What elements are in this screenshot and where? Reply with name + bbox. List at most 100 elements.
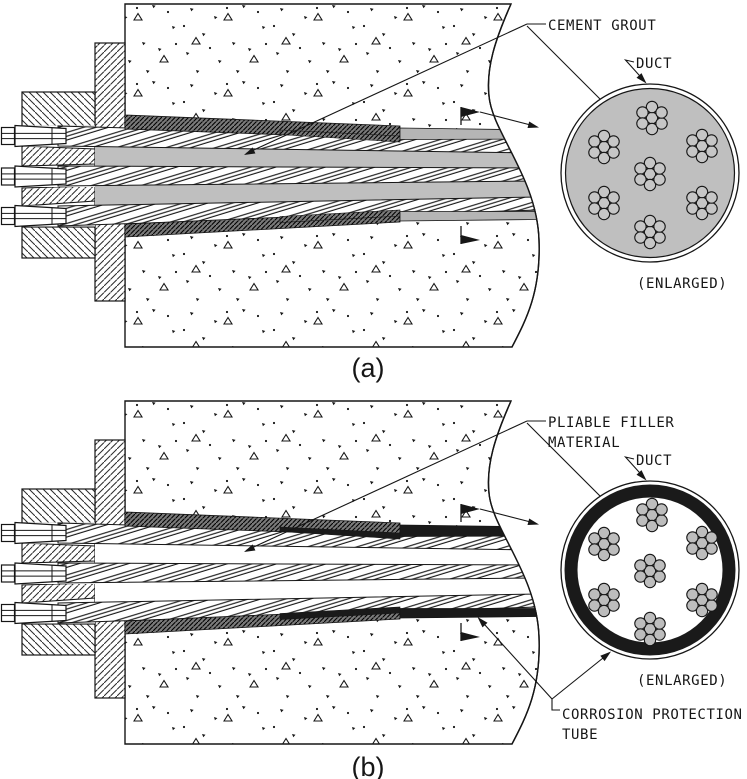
wire [634,559,647,572]
leader-arrowhead [527,518,539,526]
strand-bundle [686,582,718,618]
duct-continuation-top [399,127,539,140]
wire [588,202,601,215]
wire [643,236,657,250]
wire [653,231,666,244]
wedge-assembly [14,521,67,545]
leader-to-section [245,420,528,552]
filler-pocket [95,184,125,205]
wire [634,617,647,630]
wire [653,173,666,186]
section-view-leader [479,111,535,127]
wire [634,173,647,186]
wire [597,548,611,562]
wire [643,178,657,192]
label-duct-b: DUCT [636,453,672,469]
strand-bundle [686,128,718,164]
wire [705,202,718,215]
wire [705,191,718,204]
wire [643,553,657,567]
wire [643,611,657,625]
wire [695,525,709,539]
wire [653,162,666,175]
leader-arrowhead [600,651,611,662]
anchor-separator [21,145,96,167]
wire [597,604,611,618]
wire [655,117,668,130]
duct-continuation-bottom [399,211,539,222]
strand-end-cap [0,603,16,623]
wire [588,135,601,148]
tendon-assembly-a [57,114,539,238]
wire [653,559,666,572]
wire [607,599,620,612]
enlarged-cross-section [560,83,740,263]
wedge-assembly [14,601,67,625]
section-flag-bottom [461,632,480,641]
label-pliable-filler-line2: MATERIAL [548,435,620,451]
strand-end-cap [0,206,16,226]
wire [607,191,620,204]
leader-arrowhead [244,147,256,155]
protection-tube-top [399,524,539,537]
wire [695,128,709,142]
wire [597,582,611,596]
wire [695,207,709,221]
wire [686,202,699,215]
wire [645,497,659,511]
wire [686,531,699,544]
wire [636,117,649,130]
wire [695,547,709,561]
wire [645,519,659,533]
leader-lines [244,420,647,711]
strand-bundle [686,185,718,221]
wire [705,542,718,555]
section-flag-bottom [461,235,480,244]
wire [607,146,620,159]
wire [636,106,649,119]
protection-tube-top [279,526,401,540]
filler-pocket [95,581,125,602]
anchor-separator [21,582,96,604]
wire [695,185,709,199]
wire [705,599,718,612]
anchor-separator [21,542,96,564]
anchor-separator [21,185,96,207]
wire [643,214,657,228]
wire [705,134,718,147]
wire [634,628,647,641]
panel-a-labels: CEMENT GROUT DUCT (ENLARGED) (a) [352,18,727,383]
label-enlarged-b: (ENLARGED) [637,673,727,689]
break-line [487,3,540,348]
wire [643,575,657,589]
wire [597,129,611,143]
wire [653,570,666,583]
corrosion-leader [479,619,553,700]
strand-end-cap [0,523,16,543]
wire [695,604,709,618]
wedge-assembly [14,204,67,228]
label-pliable-filler-line1: PLIABLE FILLER [548,415,674,431]
strand-end-cap [0,126,16,146]
panel-b-geometry [0,400,740,745]
wire [597,151,611,165]
strand-bundle [634,156,666,192]
wire [653,617,666,630]
wire [597,185,611,199]
label-duct-a: DUCT [636,56,672,72]
leader-arrowhead [527,121,539,129]
protection-tube-bottom [399,608,539,619]
wire [607,532,620,545]
wire [588,599,601,612]
strand-bundle [636,497,668,533]
anchor-head-bottom [21,226,96,259]
wire [686,145,699,158]
strand-end-cap [0,564,16,583]
strand-bundle [588,582,620,618]
wire [645,100,659,114]
corrosion-leader-bracket [551,699,560,711]
enlarged-cross-section [560,480,740,660]
leader-arrowhead [477,617,488,628]
